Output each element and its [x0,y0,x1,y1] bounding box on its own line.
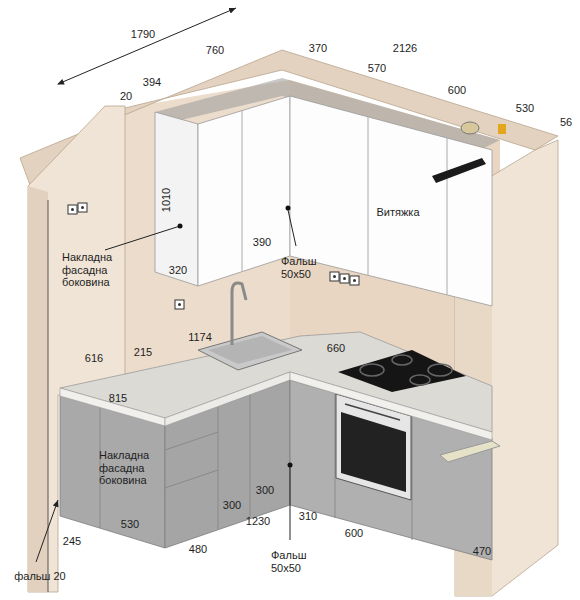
dimension: 1174 [188,331,212,344]
dimension: 2126 [393,42,417,55]
dimension: 320 [169,264,187,277]
dimension: 300 [256,484,274,497]
dimension: 310 [299,510,317,523]
dimension: 370 [309,42,327,55]
panel-note: фальш 20 [14,570,65,583]
dimension: 480 [189,543,207,556]
dimension: 215 [134,346,152,359]
dimension: 245 [63,535,81,548]
dimension: 815 [109,392,127,405]
dimension: 600 [448,84,466,97]
dimension: 530 [516,102,534,115]
appliance-label: Витяжка [376,206,419,219]
dimension: 760 [206,44,224,57]
dimension: 470 [473,545,491,558]
dimension: 600 [345,527,363,540]
dimension: 530 [121,518,139,531]
dimension: 660 [327,342,345,355]
panel-note: Накладна фасадна боковина [62,251,134,289]
dimension: 390 [253,236,271,249]
dimension: 394 [143,76,161,89]
dimension: 1790 [131,28,155,41]
dimension: 1230 [246,515,270,528]
dimension: 20 [120,90,132,103]
dimension: 570 [368,62,386,75]
panel-note: Фальш 50х50 [281,255,323,280]
dimension: 616 [85,352,103,365]
dimension: 1010 [160,188,173,212]
panel-note: Накладна фасадна боковина [99,449,171,487]
panel-note: Фальш 50х50 [271,549,313,574]
dimension: 56 [560,116,572,129]
dimension: 300 [223,499,241,512]
